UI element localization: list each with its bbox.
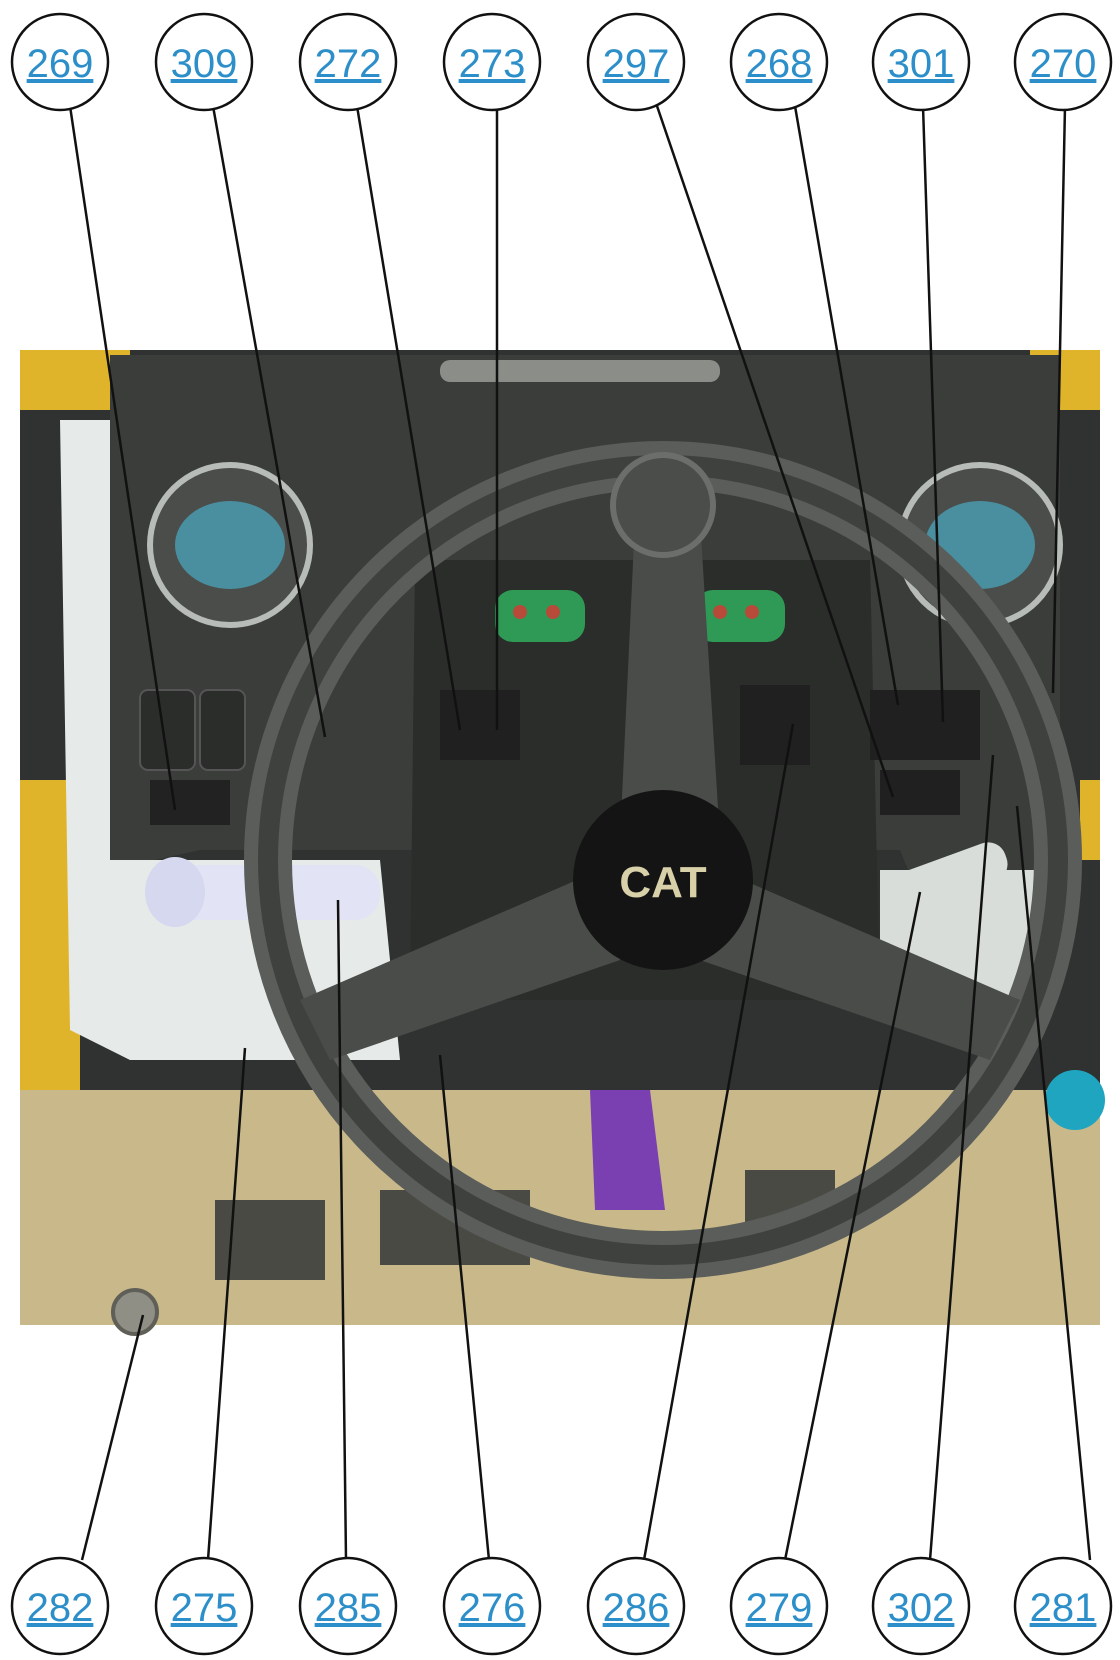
callout-label[interactable]: 275 [171, 1586, 238, 1630]
callout-label[interactable]: 282 [27, 1586, 94, 1630]
teal-knob-icon [1045, 1070, 1105, 1130]
callout-270[interactable]: 270 [1015, 14, 1111, 110]
callout-275[interactable]: 275 [156, 1558, 252, 1654]
callout-282[interactable]: 282 [12, 1558, 108, 1654]
callout-285[interactable]: 285 [300, 1558, 396, 1654]
callout-label[interactable]: 269 [27, 42, 94, 86]
callout-309[interactable]: 309 [156, 14, 252, 110]
callout-label[interactable]: 276 [459, 1586, 526, 1630]
callout-302[interactable]: 302 [873, 1558, 969, 1654]
callout-268[interactable]: 268 [731, 14, 827, 110]
left-gauge-icon [150, 465, 310, 625]
callout-label[interactable]: 270 [1030, 42, 1097, 86]
floor-bolt-icon [113, 1290, 157, 1334]
callout-269[interactable]: 269 [12, 14, 108, 110]
callout-label[interactable]: 285 [315, 1586, 382, 1630]
top-callouts: 269 309 272 273 297 268 301 270 [12, 14, 1111, 110]
callout-301[interactable]: 301 [873, 14, 969, 110]
callout-label[interactable]: 309 [171, 42, 238, 86]
callout-281[interactable]: 281 [1015, 1558, 1111, 1654]
callout-273[interactable]: 273 [444, 14, 540, 110]
leader-282 [82, 1315, 143, 1560]
callout-286[interactable]: 286 [588, 1558, 684, 1654]
callout-272[interactable]: 272 [300, 14, 396, 110]
callout-label[interactable]: 286 [603, 1586, 670, 1630]
callout-279[interactable]: 279 [731, 1558, 827, 1654]
callout-label[interactable]: 279 [746, 1586, 813, 1630]
cat-logo: CAT [619, 858, 706, 907]
callout-label[interactable]: 297 [603, 42, 670, 86]
bottom-callouts: 282 275 285 276 286 279 302 281 [12, 1558, 1111, 1654]
cab-illustration: CAT [20, 350, 1105, 1334]
callout-label[interactable]: 268 [746, 42, 813, 86]
callout-297[interactable]: 297 [588, 14, 684, 110]
callout-276[interactable]: 276 [444, 1558, 540, 1654]
callout-label[interactable]: 272 [315, 42, 382, 86]
callout-label[interactable]: 301 [888, 42, 955, 86]
callout-label[interactable]: 302 [888, 1586, 955, 1630]
callout-label[interactable]: 273 [459, 42, 526, 86]
callout-label[interactable]: 281 [1030, 1586, 1097, 1630]
